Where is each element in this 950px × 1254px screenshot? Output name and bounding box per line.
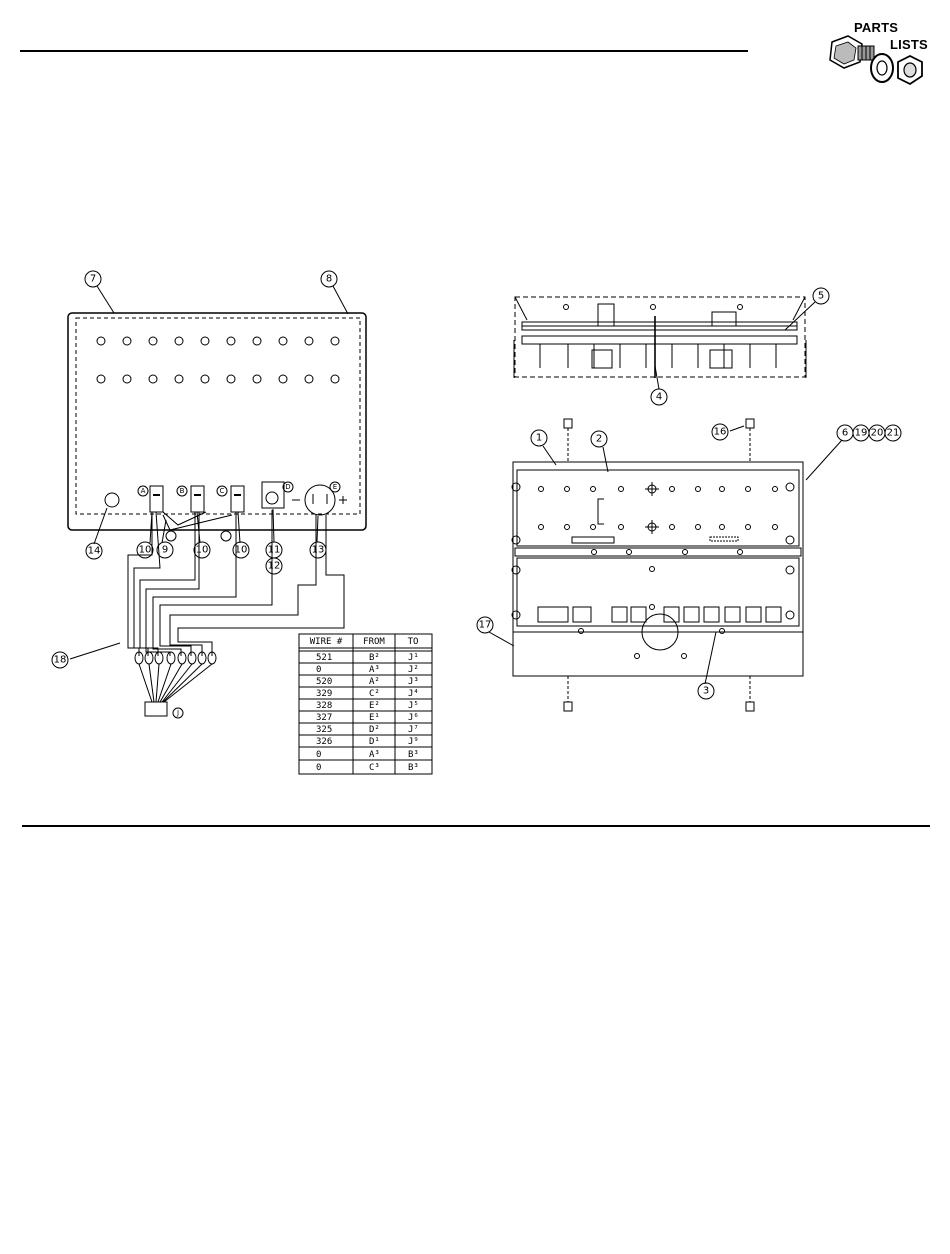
letter-j: J [176,709,179,717]
connector-j [145,702,167,716]
letter-c: C [220,487,225,495]
table-row-6-to: J⁶ [408,713,419,723]
table-row-7-to: J⁷ [408,725,419,735]
table-row-5-wire: 328 [316,701,332,711]
table-row-1-to: J¹ [408,653,419,663]
panel-mount-holes [97,337,339,383]
callout-18: 18 [54,655,67,666]
wiring-harness [128,510,344,716]
table-row-4-to: J⁴ [408,689,419,699]
table-row-8-to: J⁹ [408,737,419,747]
table-row-7-from: D² [369,725,380,735]
table-row-9-to: B³ [408,750,419,760]
table-row-2-from: A³ [369,665,380,675]
wire-table-header-from: FROM [363,637,385,647]
callout-20: 20 [871,428,884,439]
pin-row [540,316,776,378]
table-row-9-from: A³ [369,750,380,760]
table-row-4-from: C² [369,689,380,699]
callout-13: 13 [312,545,325,556]
table-row-8-from: D¹ [369,737,380,747]
callout-6: 6 [842,428,848,439]
table-row-9-wire: 0 [316,750,321,760]
wire-table-header-wire: WIRE # [310,637,343,647]
callout-12: 12 [268,561,281,572]
letter-d: D [285,483,290,491]
table-row-3-wire: 520 [316,677,332,687]
table-row-1-from: B² [369,653,380,663]
callout-19: 19 [855,428,868,439]
table-row-6-from: E¹ [369,713,380,723]
callout-3: 3 [703,686,709,697]
callout-14: 14 [88,546,101,557]
chassis-mount-holes [539,487,778,530]
letter-a: A [141,487,146,495]
table-row-2-wire: 0 [316,665,321,675]
table-row-8-wire: 326 [316,737,332,747]
callout-10b: 10 [196,545,209,556]
table-row-4-wire: 329 [316,689,332,699]
table-row-10-to: B³ [408,763,419,773]
callout-9: 9 [162,545,168,556]
switch-c [231,486,244,512]
table-row-3-from: A² [369,677,380,687]
table-row-2-to: J² [408,665,419,675]
switch-a [150,486,163,512]
table-row-3-to: J³ [408,677,419,687]
table-row-6-wire: 327 [316,713,332,723]
letter-b: B [180,487,185,495]
letter-e: E [333,483,337,491]
callout-11: 11 [268,545,281,556]
callout-8: 8 [326,274,332,285]
panel-indicator-14 [105,493,119,507]
callout-16: 16 [714,427,727,438]
callout-10c: 10 [235,545,248,556]
callout-10a: 10 [139,545,152,556]
table-row-7-wire: 325 [316,725,332,735]
callout-21: 21 [887,428,900,439]
chassis-front-view [477,419,901,711]
wire-table-header-to: TO [408,637,419,647]
table-row-5-to: J⁵ [408,701,419,711]
table-row-1-wire: 521 [316,653,332,663]
chassis-top-view [514,288,829,405]
callout-1: 1 [536,433,542,444]
callout-17: 17 [479,620,492,631]
callout-7: 7 [90,274,96,285]
table-row-5-from: E² [369,701,380,711]
switch-b [191,486,204,512]
table-row-10-wire: 0 [316,763,321,773]
callout-4: 4 [656,392,662,403]
table-row-10-from: C³ [369,763,380,773]
callout-2: 2 [596,434,602,445]
callout-5: 5 [818,291,824,302]
